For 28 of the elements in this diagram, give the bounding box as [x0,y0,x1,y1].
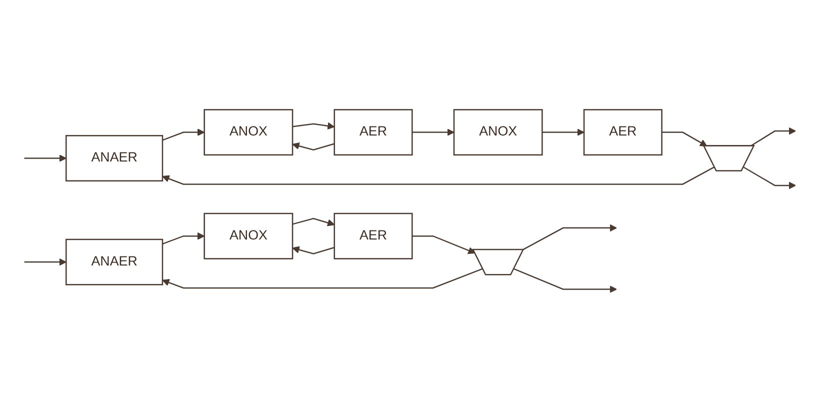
node-box: ANAER [66,239,164,286]
arrow [162,268,484,289]
arrow [522,224,617,251]
arrow [24,258,66,266]
node-box: ANOX [204,213,294,260]
arrow [162,129,205,142]
arrow [292,142,335,151]
node-funnel [472,249,524,276]
arrow [412,236,476,254]
node-box: ANOX [453,109,543,156]
node-box: AER [583,109,662,156]
arrow [292,122,335,130]
arrow [662,132,708,147]
node-box: ANOX [204,109,294,156]
arrow [162,166,715,186]
arrow [292,218,335,227]
arrow [162,232,205,245]
node-box: AER [334,109,413,156]
arrow [743,167,796,190]
arrow [514,268,617,294]
node-funnel [702,145,755,172]
arrow [24,154,66,162]
arrow [542,129,584,136]
node-box: ANAER [66,135,164,182]
arrow [750,128,796,148]
arrow [292,246,335,255]
arrow [412,129,454,136]
node-box: AER [334,213,413,260]
